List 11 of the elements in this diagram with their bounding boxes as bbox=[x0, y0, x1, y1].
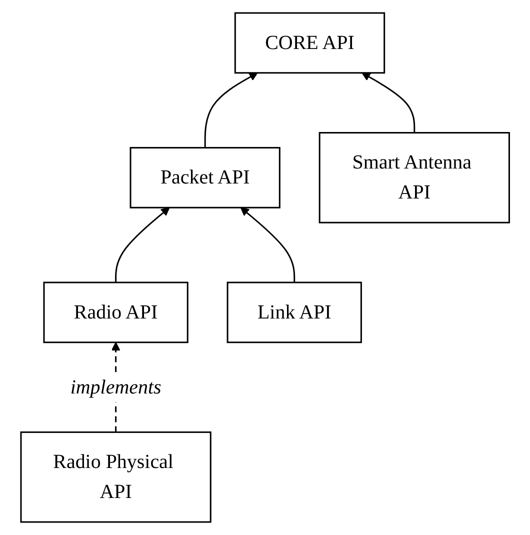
node-box: Packet API bbox=[130, 146, 280, 208]
arrow bbox=[114, 207, 170, 282]
arrow bbox=[204, 72, 258, 148]
arrow bbox=[240, 207, 295, 282]
node-box: Smart Antenna API bbox=[318, 132, 510, 224]
edge-label: implements bbox=[70, 376, 162, 398]
arrow bbox=[362, 72, 416, 133]
node-box: Link API bbox=[226, 282, 362, 344]
node-box: Radio API bbox=[43, 282, 188, 344]
node-box: CORE API bbox=[234, 12, 385, 74]
node-box: Radio Physical API bbox=[20, 431, 212, 523]
